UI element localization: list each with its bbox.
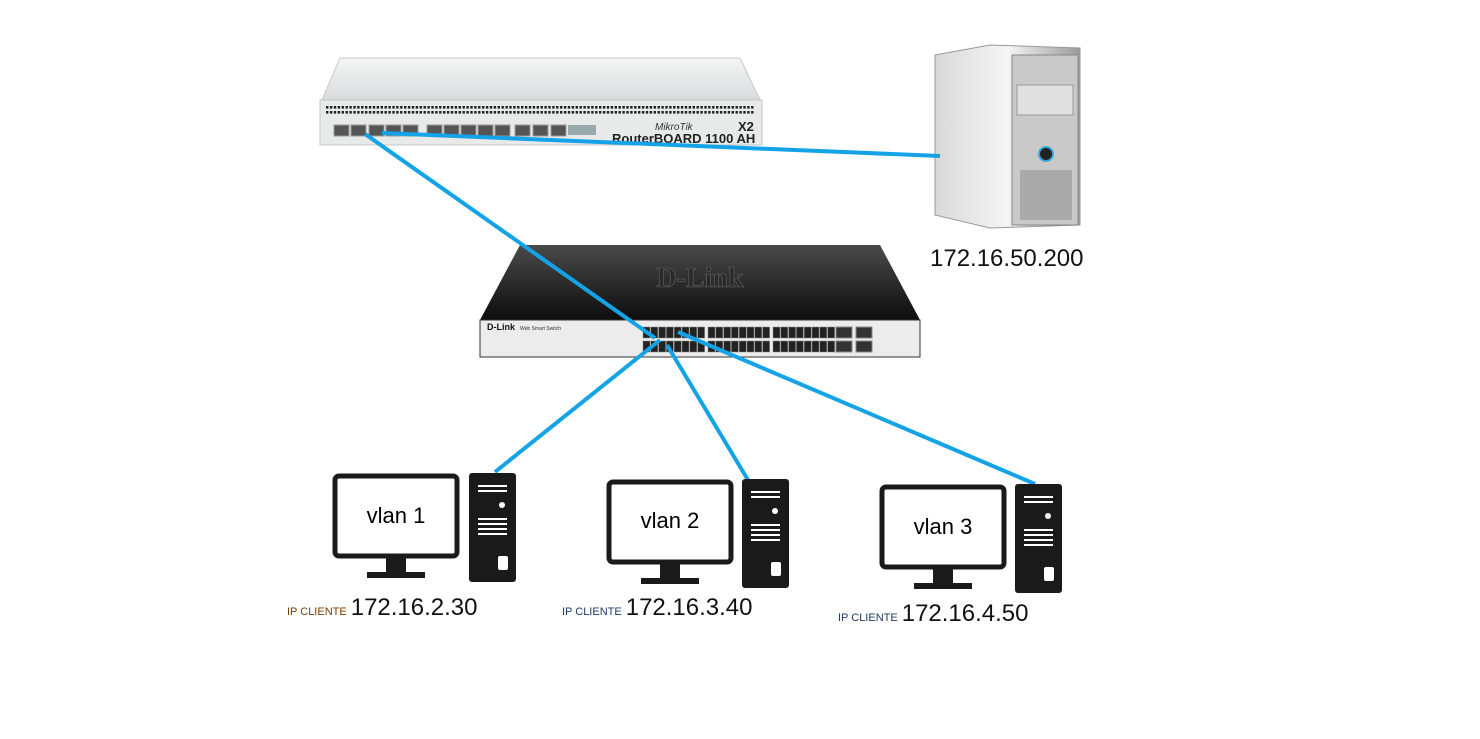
- switch-port: [796, 340, 804, 353]
- switch-port: [803, 340, 812, 353]
- switch-port: [689, 340, 698, 353]
- switch-port: [762, 340, 770, 353]
- switch-port: [681, 340, 690, 353]
- switch-subtitle: Web Smart Switch: [520, 326, 561, 332]
- switch-port: [811, 326, 820, 339]
- sfp-port: [855, 340, 873, 353]
- switch-port: [772, 326, 781, 339]
- switch-port: [819, 340, 828, 353]
- switch-port: [772, 340, 781, 353]
- switch-port: [673, 340, 682, 353]
- power-icon: [1038, 146, 1054, 162]
- switch-port: [731, 340, 739, 353]
- monitor-icon: [606, 479, 734, 565]
- router-port: [385, 124, 402, 137]
- switch-port: [827, 340, 835, 353]
- vlan-3-label: vlan 3: [913, 514, 973, 539]
- sfp-port: [855, 326, 873, 339]
- switch-port: [707, 326, 716, 339]
- switch-port: [697, 326, 705, 339]
- router-brand: MikroTik: [655, 122, 694, 133]
- link-router-server: [381, 131, 941, 158]
- server-tower: [934, 44, 1081, 229]
- monitor-icon: [879, 484, 1007, 570]
- sfp-port: [835, 340, 853, 353]
- switch-port: [754, 340, 763, 353]
- switch-top-logo: D-Link: [656, 263, 744, 294]
- switch-port: [788, 326, 796, 339]
- router-port: [494, 124, 511, 137]
- switch-port: [723, 326, 731, 339]
- link-router-switch: [363, 132, 657, 340]
- switch-port: [746, 340, 755, 353]
- switch-port: [827, 326, 835, 339]
- links: [363, 131, 1036, 486]
- router-model-suffix: X2: [738, 119, 754, 134]
- vlan-1-label: vlan 1: [366, 503, 426, 528]
- router-port: [477, 124, 494, 137]
- switch-port: [819, 326, 828, 339]
- client-ip-value: 172.16.2.30: [350, 594, 478, 621]
- client-ip-value: 172.16.3.40: [625, 594, 753, 621]
- router-port: [333, 124, 350, 137]
- client-prefix: IP CLIENTE: [562, 606, 622, 618]
- client-ip-value: 172.16.4.50: [901, 600, 1029, 627]
- switch-port: [738, 340, 747, 353]
- switch-brand: D-Link: [487, 322, 516, 332]
- router-port: [550, 124, 567, 137]
- client-pc-3: [879, 484, 1062, 593]
- tower-icon: [1015, 484, 1062, 593]
- switch-port: [738, 326, 747, 339]
- router-port: [350, 124, 367, 137]
- tower-icon: [742, 479, 789, 588]
- switch-port: [731, 326, 739, 339]
- switch-port: [666, 326, 674, 339]
- sfp-port: [835, 326, 853, 339]
- tower-icon: [469, 473, 516, 582]
- switch-port: [788, 340, 796, 353]
- switch-port: [796, 326, 804, 339]
- switch-port: [803, 326, 812, 339]
- link-switch-vlan3: [677, 330, 1036, 486]
- switch-port: [715, 326, 724, 339]
- switch-port: [754, 326, 763, 339]
- switch-port: [658, 326, 666, 339]
- switch-port: [780, 326, 789, 339]
- link-switch-vlan1: [493, 338, 662, 474]
- client-pc-1: [332, 473, 516, 582]
- client-prefix: IP CLIENTE: [287, 606, 347, 618]
- switch-port: [746, 326, 755, 339]
- switch-port: [780, 340, 789, 353]
- monitor-icon: [332, 473, 460, 559]
- client-pc-2: [606, 479, 789, 588]
- router-port: [514, 124, 531, 137]
- dlink-switch: D-Link D-Link Web Smart Switch: [479, 245, 921, 358]
- client-prefix: IP CLIENTE: [838, 612, 898, 624]
- switch-port: [811, 340, 820, 353]
- router-port: [368, 124, 385, 137]
- mikrotik-router: MikroTik X2 RouterBOARD 1100 AH: [319, 57, 763, 146]
- router-port: [532, 124, 549, 137]
- server-ip: 172.16.50.200: [930, 245, 1084, 272]
- switch-port: [762, 326, 770, 339]
- vlan-2-label: vlan 2: [640, 508, 700, 533]
- link-switch-vlan2: [665, 343, 750, 482]
